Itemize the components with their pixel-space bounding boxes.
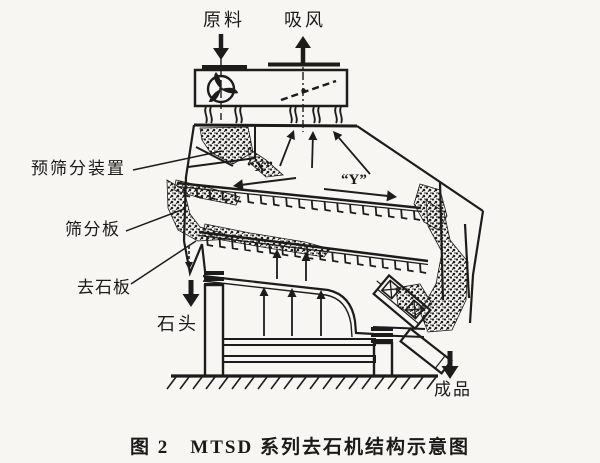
left-leg (203, 283, 225, 378)
label-zone-y: “Y” (341, 172, 367, 188)
leader-destone-plate (130, 240, 197, 285)
chamber-arrow-3 (316, 290, 326, 336)
stones-arrow (182, 280, 200, 307)
support-beam (372, 326, 426, 338)
vibration-motor (372, 273, 432, 331)
ground-hatching (166, 376, 437, 390)
raw-material-arrow (213, 34, 229, 60)
label-stones: 石头 (157, 314, 199, 334)
airflow-arrow-3 (333, 131, 371, 175)
spout-inner-arrow (185, 246, 193, 270)
chamber-arrow-2 (287, 288, 297, 336)
stone-outlet-spout (182, 240, 204, 277)
suction-arrow (295, 36, 311, 64)
damper-valve-icon (280, 79, 337, 102)
leader-screening-plate (125, 208, 185, 232)
chamber-arrow-1 (259, 287, 269, 336)
label-screening-plate: 筛分板 (65, 220, 121, 239)
airflow-arrow-2 (308, 131, 318, 169)
updraft-arrow-2 (301, 252, 311, 281)
label-air-suction: 吸风 (284, 10, 326, 30)
flexible-bellows (204, 106, 343, 124)
product-arrow (441, 351, 459, 379)
label-destone-plate: 去石板 (77, 278, 131, 297)
flow-y-arrow (323, 188, 397, 202)
label-pre-screening-device: 预筛分装置 (31, 159, 126, 178)
frame-bar-bottom (222, 355, 376, 363)
updraft-arrow-1 (272, 249, 282, 279)
label-finished-product: 成品 (434, 380, 472, 399)
aspiration-head-box (193, 36, 349, 132)
air-chamber-bottom (202, 274, 375, 336)
right-rubber-mount (371, 327, 393, 331)
airflow-arrow-1 (279, 130, 295, 167)
label-raw-material: 原料 (203, 10, 245, 30)
base-frame (166, 271, 438, 390)
screening-deck (176, 181, 422, 221)
flow-x-arrow (233, 177, 297, 191)
leader-pre-screening (132, 150, 223, 171)
frame-bar-top (222, 338, 376, 346)
figure-caption: 图 2 MTSD 系列去石机结构示意图 (130, 437, 470, 458)
left-rubber-mount (204, 271, 224, 275)
right-leg (372, 341, 394, 378)
fan-icon (206, 72, 239, 104)
label-zone-x: “X” (247, 159, 273, 175)
grain-material-texture (166, 126, 469, 333)
